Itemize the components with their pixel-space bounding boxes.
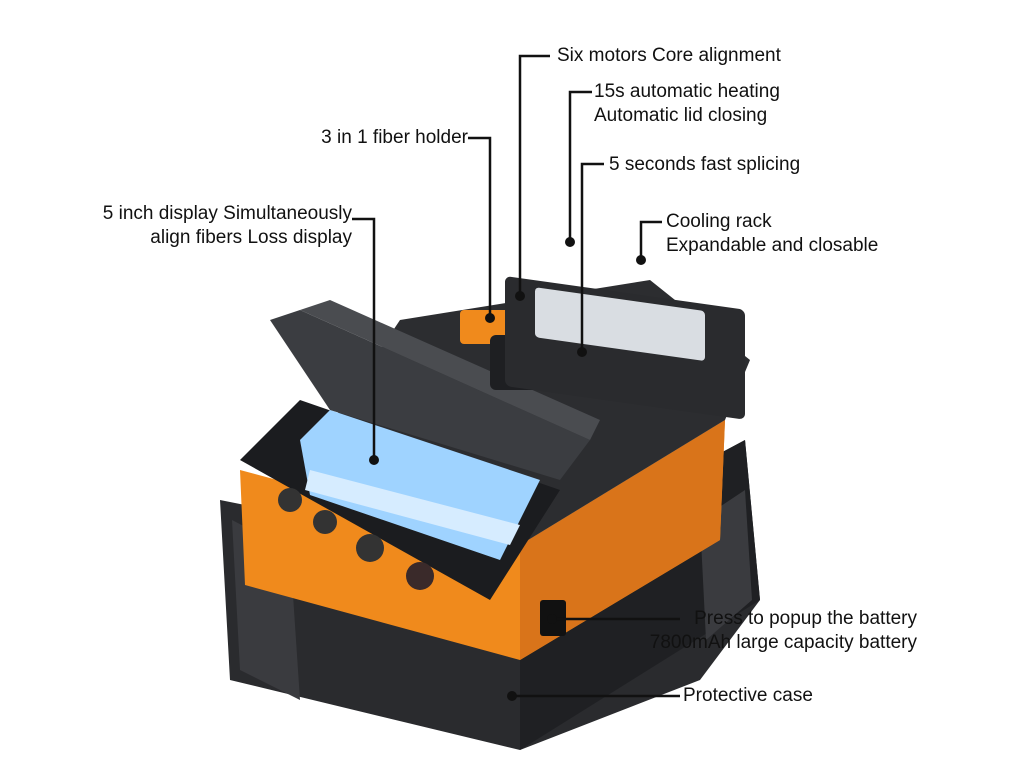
callout-heating: 15s automatic heating Automatic lid clos… xyxy=(594,80,780,128)
callout-line: Automatic lid closing xyxy=(594,105,768,126)
leader-six-motors xyxy=(518,54,550,296)
leader-lines xyxy=(352,54,680,698)
callout-line: align fibers Loss display xyxy=(150,227,352,248)
callout-line: Expandable and closable xyxy=(666,235,879,256)
splicing-module xyxy=(460,276,745,419)
callout-line: Protective case xyxy=(683,685,813,706)
callout-line: Press to popup the battery xyxy=(694,608,917,629)
dot-fast-splicing xyxy=(577,347,587,357)
display-panel xyxy=(240,400,560,600)
dot-protective-case xyxy=(507,691,517,701)
dot-cooling-rack xyxy=(636,255,646,265)
callout-line: 15s automatic heating xyxy=(594,81,780,102)
callout-cooling-rack: Cooling rack Expandable and closable xyxy=(666,210,878,258)
dot-battery xyxy=(547,614,557,624)
callout-six-motors: Six motors Core alignment xyxy=(557,44,781,68)
dot-fiber-holder xyxy=(485,313,495,323)
leader-display xyxy=(352,217,376,460)
dot-heating xyxy=(565,237,575,247)
callout-line: Cooling rack xyxy=(666,211,772,232)
dot-six-motors xyxy=(515,291,525,301)
callout-fast-splicing: 5 seconds fast splicing xyxy=(609,153,800,177)
callout-line: 5 inch display Simultaneously xyxy=(102,203,352,224)
callout-line: 3 in 1 fiber holder xyxy=(321,127,468,148)
callout-line: Six motors Core alignment xyxy=(557,45,781,66)
callout-line: 7800mAh large capacity battery xyxy=(649,632,917,653)
callout-display: 5 inch display Simultaneously align fibe… xyxy=(103,202,352,250)
leader-fast-splicing xyxy=(580,162,604,350)
leader-fiber-holder xyxy=(468,136,492,315)
callout-battery: Press to popup the battery 7800mAh large… xyxy=(633,607,917,655)
leader-endpoints xyxy=(369,237,646,701)
dot-display xyxy=(369,455,379,465)
callout-protective-case: Protective case xyxy=(683,684,813,708)
callout-fiber-holder: 3 in 1 fiber holder xyxy=(321,126,468,150)
callout-line: 5 seconds fast splicing xyxy=(609,154,801,175)
leader-cooling-rack xyxy=(639,220,662,258)
leader-heating xyxy=(568,90,592,242)
